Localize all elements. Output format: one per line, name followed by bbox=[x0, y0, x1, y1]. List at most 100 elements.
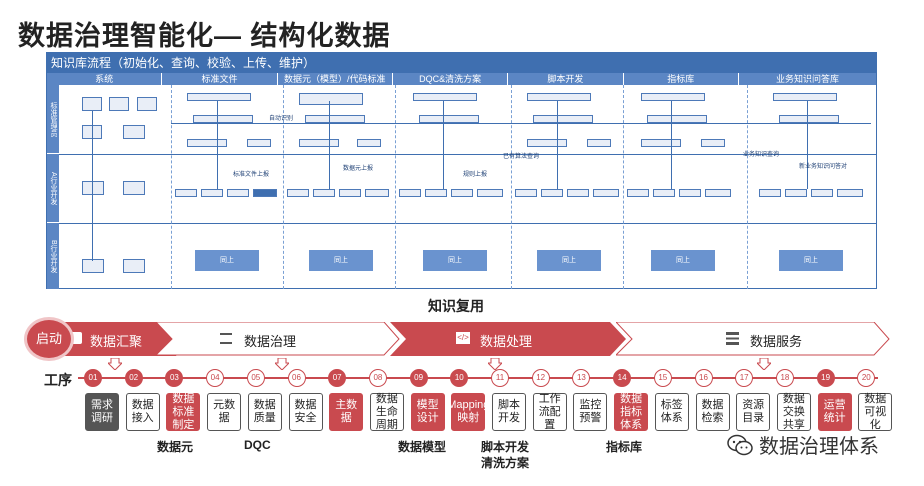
flow-box bbox=[82, 97, 102, 111]
flow-box bbox=[247, 139, 271, 147]
flow-box bbox=[773, 93, 837, 101]
note-biz-query: 业务知识查询 bbox=[743, 152, 780, 158]
col-divider bbox=[623, 85, 624, 289]
step-card: 数据检索 bbox=[695, 393, 730, 431]
col-divider bbox=[747, 85, 748, 289]
step-card: 数据交换共享 bbox=[776, 393, 811, 431]
kb-col-system: 系统 bbox=[47, 73, 163, 85]
watermark: 数据治理体系 bbox=[727, 430, 879, 459]
col-divider bbox=[283, 85, 284, 289]
flow-box bbox=[759, 189, 781, 197]
flow-box bbox=[253, 189, 277, 197]
step-card: 标签体系 bbox=[654, 393, 689, 431]
step-card: 数据安全 bbox=[288, 393, 323, 431]
kb-column-headers: 系统 标准文件 数据元（模型）/代码标准 DQC&清洗方案 脚本开发 指标库 业… bbox=[47, 73, 876, 85]
flow-box bbox=[425, 189, 447, 197]
step-card: 工作流配置 bbox=[532, 393, 567, 431]
step-card: 运营统计 bbox=[817, 393, 852, 431]
flow-box bbox=[287, 189, 309, 197]
flow-line bbox=[92, 111, 93, 261]
flow-box bbox=[641, 93, 705, 101]
flow-box bbox=[627, 189, 649, 197]
note-auto-identify: 自动识别 bbox=[269, 116, 294, 122]
code-icon: </> bbox=[456, 332, 470, 344]
flow-box bbox=[227, 189, 249, 197]
lane-a-dev: A行业开发 bbox=[47, 154, 59, 222]
down-arrow-icon bbox=[757, 358, 771, 370]
step-number: 11 bbox=[491, 369, 509, 387]
flow-box bbox=[123, 259, 145, 273]
chevron-shape bbox=[616, 322, 890, 356]
flow-line bbox=[443, 101, 444, 189]
b-lane-box: 同上 bbox=[537, 250, 601, 271]
bottom-label-data-element: 数据元 bbox=[157, 440, 194, 454]
col-divider bbox=[171, 85, 172, 289]
knowledge-base-flow: 知识库流程（初始化、查询、校验、上传、维护） 系统 标准文件 数据元（模型）/代… bbox=[46, 52, 877, 289]
chevron-shape bbox=[390, 322, 626, 356]
flow-box bbox=[705, 189, 731, 197]
step-card: 需求调研 bbox=[85, 393, 119, 431]
kb-col-qa: 业务知识问答库 bbox=[775, 74, 839, 84]
step-number: 02 bbox=[124, 369, 143, 387]
chevron-shape bbox=[58, 322, 192, 356]
step-card: 模型设计 bbox=[410, 393, 445, 431]
flow-box bbox=[527, 93, 591, 101]
server-icon bbox=[726, 332, 739, 345]
list-icon bbox=[220, 333, 232, 344]
step-number: 07 bbox=[328, 369, 347, 387]
step-card: 数据质量 bbox=[247, 393, 282, 431]
flow-line bbox=[217, 101, 218, 189]
note-rule-report: 规则上报 bbox=[463, 172, 488, 178]
reuse-title: 知识复用 bbox=[428, 298, 484, 314]
flow-line bbox=[807, 101, 808, 189]
watermark-text: 数据治理体系 bbox=[759, 436, 879, 458]
step-number: 05 bbox=[246, 369, 265, 387]
step-card: 数据生命周期 bbox=[369, 393, 404, 431]
flow-box bbox=[299, 93, 363, 105]
lane-divider bbox=[59, 223, 876, 224]
phase-chevron-3: 数据处理 </> bbox=[390, 322, 626, 356]
flow-line bbox=[671, 101, 672, 189]
flow-box bbox=[593, 189, 619, 197]
note-new-qa: 新业务知识问答对 bbox=[799, 164, 848, 170]
phase-chevron-4: 数据服务 bbox=[616, 322, 890, 356]
phase-chevron-2: 数据治理 bbox=[156, 322, 400, 356]
kb-col-standard-file: 标准文件 bbox=[162, 73, 278, 85]
note-element-report: 数据元上报 bbox=[343, 166, 374, 172]
flow-box bbox=[187, 139, 227, 147]
lane-divider bbox=[59, 154, 876, 155]
step-number: 12 bbox=[531, 369, 550, 387]
step-card: 主数据 bbox=[329, 393, 364, 431]
flow-box bbox=[137, 97, 157, 111]
flow-box bbox=[82, 259, 104, 273]
flow-box bbox=[451, 189, 473, 197]
process-line bbox=[78, 377, 878, 379]
step-number: 10 bbox=[450, 369, 469, 387]
flow-box bbox=[175, 189, 197, 197]
flow-box bbox=[123, 125, 145, 139]
step-number: 18 bbox=[775, 369, 794, 387]
flow-box bbox=[109, 97, 129, 111]
flow-line bbox=[557, 101, 558, 189]
flow-box bbox=[201, 189, 223, 197]
kb-col-data-element: 数据元（模型）/代码标准 bbox=[278, 73, 393, 85]
step-card: Mapping映射 bbox=[447, 393, 489, 431]
flow-box bbox=[641, 139, 681, 147]
step-number: 13 bbox=[572, 369, 591, 387]
flow-box bbox=[299, 139, 339, 147]
flow-box bbox=[313, 189, 335, 197]
kb-header: 知识库流程（初始化、查询、校验、上传、维护） bbox=[47, 53, 876, 73]
phase-chevrons: 数据汇聚 数据治理 数据处理 </> 数据服务 bbox=[28, 322, 890, 356]
flow-box bbox=[82, 181, 104, 195]
flow-box bbox=[515, 189, 537, 197]
process-label: 工序 bbox=[44, 372, 72, 388]
step-number: 14 bbox=[613, 369, 632, 387]
flow-box bbox=[365, 189, 389, 197]
bottom-label-dqc: DQC bbox=[244, 438, 271, 452]
wechat-icon bbox=[727, 434, 753, 455]
step-number: 17 bbox=[735, 369, 754, 387]
step-number: 04 bbox=[206, 369, 225, 387]
step-card: 数据可视化 bbox=[858, 393, 893, 431]
col-divider bbox=[395, 85, 396, 289]
flow-box bbox=[567, 189, 589, 197]
